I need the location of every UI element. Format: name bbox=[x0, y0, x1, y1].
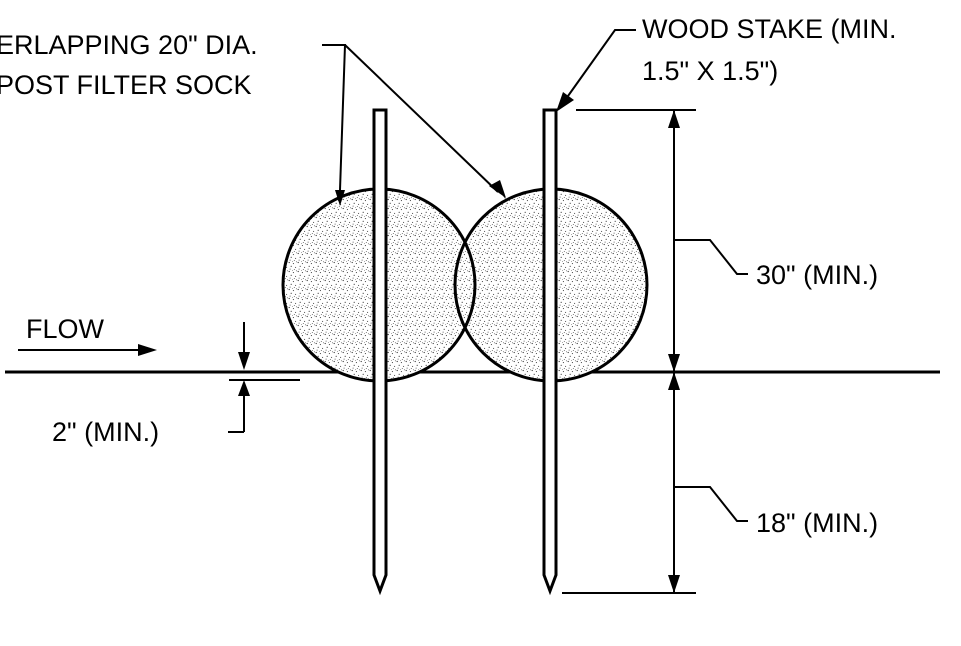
filter-sock-overlap-outline bbox=[455, 189, 477, 381]
stake-leader bbox=[567, 29, 636, 97]
dimension-height-above bbox=[576, 109, 748, 372]
stake-label-line2: 1.5" X 1.5") bbox=[642, 56, 778, 86]
depth-below-label: 18" (MIN.) bbox=[756, 508, 878, 538]
sock-leader bbox=[322, 44, 499, 193]
sock-label-line2: POST FILTER SOCK bbox=[0, 70, 252, 100]
dimension-embed bbox=[228, 322, 300, 433]
wood-stake-left bbox=[372, 108, 388, 596]
flow-arrow bbox=[18, 344, 157, 356]
wood-stake-right bbox=[542, 108, 558, 596]
flow-label: FLOW bbox=[26, 314, 105, 344]
dimension-depth-below bbox=[562, 372, 748, 594]
embed-label: 2" (MIN.) bbox=[52, 417, 159, 447]
sock-label-line1: ERLAPPING 20" DIA. bbox=[0, 30, 258, 60]
stake-label-line1: WOOD STAKE (MIN. bbox=[642, 14, 897, 44]
sock-leader-arrow-left bbox=[335, 190, 345, 206]
stake-leader-arrow bbox=[556, 92, 574, 112]
height-above-label: 30" (MIN.) bbox=[756, 260, 878, 290]
